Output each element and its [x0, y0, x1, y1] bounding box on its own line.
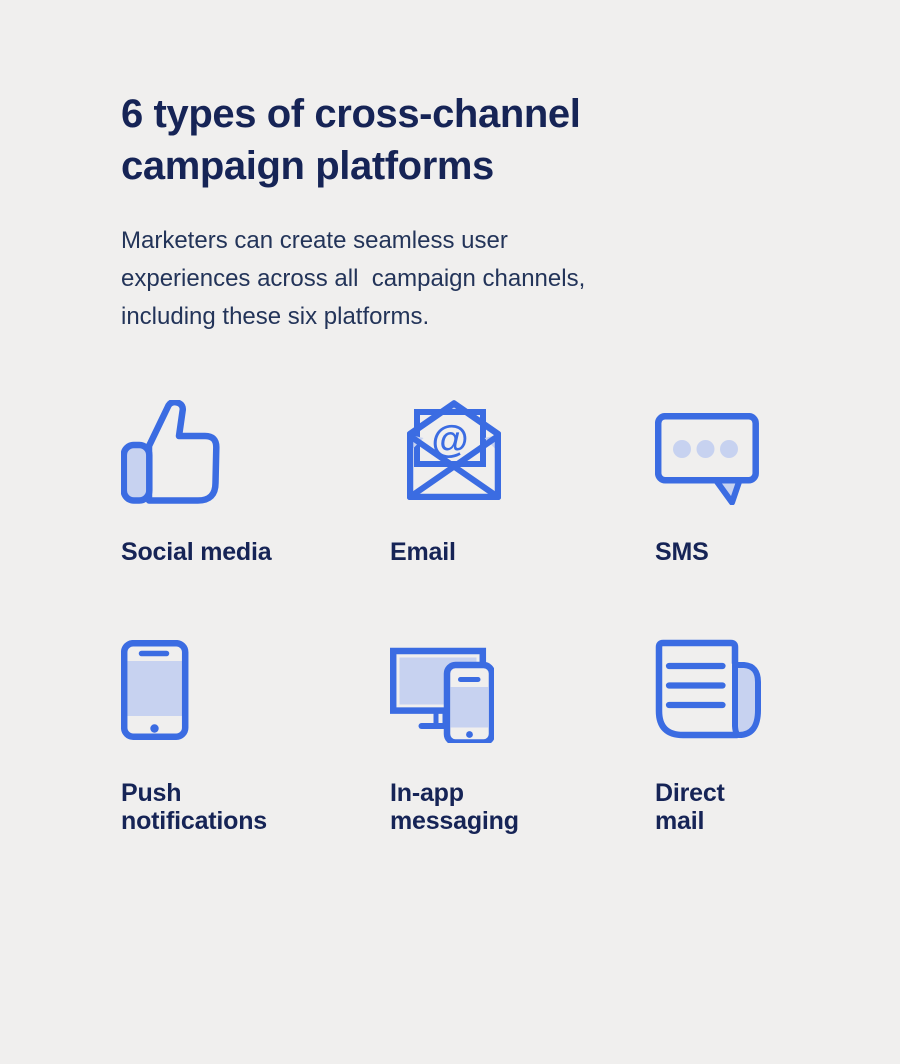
subtitle: Marketers can create seamless user exper…: [121, 222, 840, 336]
subtitle-line-1: Marketers can create seamless user: [121, 227, 508, 254]
smartphone-icon: [121, 640, 189, 740]
platform-label: SMS: [655, 538, 709, 566]
platform-card-social-media: Social media: [121, 400, 390, 567]
infographic: 6 types of cross-channel campaign platfo…: [0, 88, 900, 835]
folded-document-icon: [655, 639, 761, 739]
subtitle-line-3: including these six platforms.: [121, 303, 430, 330]
platform-label: Push notifications: [121, 779, 268, 835]
email-envelope-icon: @: [407, 400, 501, 500]
platform-label: In-app messaging: [390, 779, 519, 835]
platform-label: Direct mail: [655, 779, 725, 835]
icon-box: [655, 400, 840, 505]
icon-box: [390, 637, 655, 743]
platform-card-direct-mail: Direct mail: [655, 637, 840, 835]
platform-label: Email: [390, 538, 456, 566]
sms-chat-bubble-icon: [655, 413, 759, 505]
title-line-1: 6 types of cross-channel: [121, 92, 581, 136]
platforms-row-1: Social media @ Email: [121, 400, 840, 567]
icon-box: [121, 400, 390, 504]
desktop-and-phone-icon: [390, 647, 494, 743]
thumbs-up-icon: [121, 400, 220, 504]
platforms-row-2: Push notifications In-app: [121, 637, 840, 835]
title-line-2: campaign platforms: [121, 144, 494, 188]
platform-card-email: @ Email: [390, 400, 655, 567]
platform-card-push-notifications: Push notifications: [121, 637, 390, 835]
subtitle-line-2: experiences across all campaign channels…: [121, 265, 586, 292]
page-title: 6 types of cross-channel campaign platfo…: [121, 88, 840, 192]
platform-card-sms: SMS: [655, 400, 840, 567]
icon-box: @: [390, 400, 655, 504]
icon-box: [121, 637, 390, 740]
icon-box: [655, 637, 840, 739]
platform-label: Social media: [121, 538, 272, 566]
platform-card-in-app-messaging: In-app messaging: [390, 637, 655, 835]
